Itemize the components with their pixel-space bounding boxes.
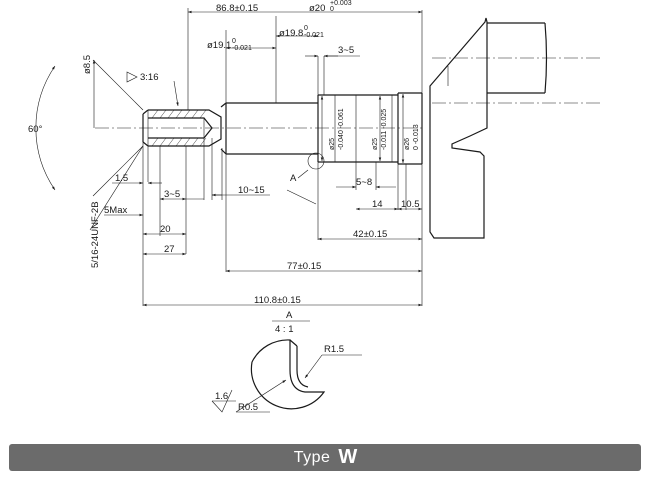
dim-dia-20: ø20: [309, 3, 325, 14]
dim-dia-20-tol-lower: 0: [330, 6, 334, 13]
dimension-lines: [35, 10, 422, 307]
dim-3-5-bottom: 3~5: [164, 189, 180, 200]
detail-radius-0-5: R0.5: [238, 402, 258, 413]
shaft-outline: [142, 17, 548, 239]
dim-dia-19-8-tol-lower: -0.021: [304, 32, 324, 39]
section-callout-a: A: [290, 173, 297, 184]
type-label: Type: [293, 448, 331, 466]
dim-5max: 5Max: [104, 205, 127, 216]
dim-dia-25-b: ø25: [372, 138, 379, 150]
detail-label: A: [286, 310, 293, 321]
thread-callout: 5/16-24UNF-2B: [90, 201, 101, 268]
center-lines: [95, 57, 600, 129]
dim-1-5: 1.5: [115, 173, 128, 184]
dim-dia-19-1: ø19.1: [207, 40, 231, 51]
dim-dia-19-1-tol-lower: -0.021: [232, 45, 252, 52]
dim-dia-8-5: ø8.5: [82, 55, 93, 74]
dim-10-5: 10.5: [401, 199, 420, 210]
dim-dia-19-8-tol-upper: 0: [304, 25, 308, 32]
detail-scale: 4 : 1: [275, 324, 294, 335]
dim-5-8: 5~8: [356, 177, 372, 188]
dim-dia-25-a-tol: -0.040 -0.061: [338, 108, 345, 150]
dim-taper: 3:16: [140, 72, 159, 83]
dim-dia-25-b-tol: -0.011 -0.025: [381, 109, 388, 150]
dim-dia-20-tol: +0.003: [330, 0, 352, 7]
dim-77: 77±0.15: [287, 261, 321, 272]
type-value: W: [338, 446, 357, 468]
dim-dia-26-tol: 0 -0.013: [413, 124, 420, 150]
dim-20: 20: [160, 224, 171, 235]
section-hatch: [151, 109, 207, 147]
dim-14: 14: [372, 199, 383, 210]
taper-symbol: [126, 71, 138, 83]
surface-finish-value: 1.6: [215, 391, 228, 402]
dim-dia-19-8: ø19.8: [279, 28, 303, 39]
dim-86-8: 86.8±0.15: [216, 3, 258, 14]
dim-10-15: 10~15: [238, 185, 265, 196]
dim-27: 27: [164, 244, 175, 255]
dim-dia-26: ø26: [404, 138, 411, 150]
dim-3-5-top: 3~5: [338, 45, 354, 56]
detail-a: A 4 : 1 R1.5 R0.5 1.6: [211, 310, 362, 413]
detail-radius-1-5: R1.5: [324, 344, 344, 355]
dim-42: 42±0.15: [353, 229, 387, 240]
type-banner: Type W: [9, 444, 641, 471]
surface-finish-symbol: [211, 389, 233, 413]
dim-110-8: 110.8±0.15: [254, 295, 301, 306]
dimension-labels: 86.8±0.15 ø20 +0.003 0 ø19.8 0 -0.021 ø1…: [28, 0, 420, 306]
dim-angle-60: 60°: [28, 124, 43, 135]
dim-dia-19-1-tol-upper: 0: [232, 38, 236, 45]
extension-lines: [92, 8, 423, 306]
dim-dia-25-a: ø25: [329, 138, 336, 150]
technical-drawing: 86.8±0.15 ø20 +0.003 0 ø19.8 0 -0.021 ø1…: [28, 0, 600, 413]
